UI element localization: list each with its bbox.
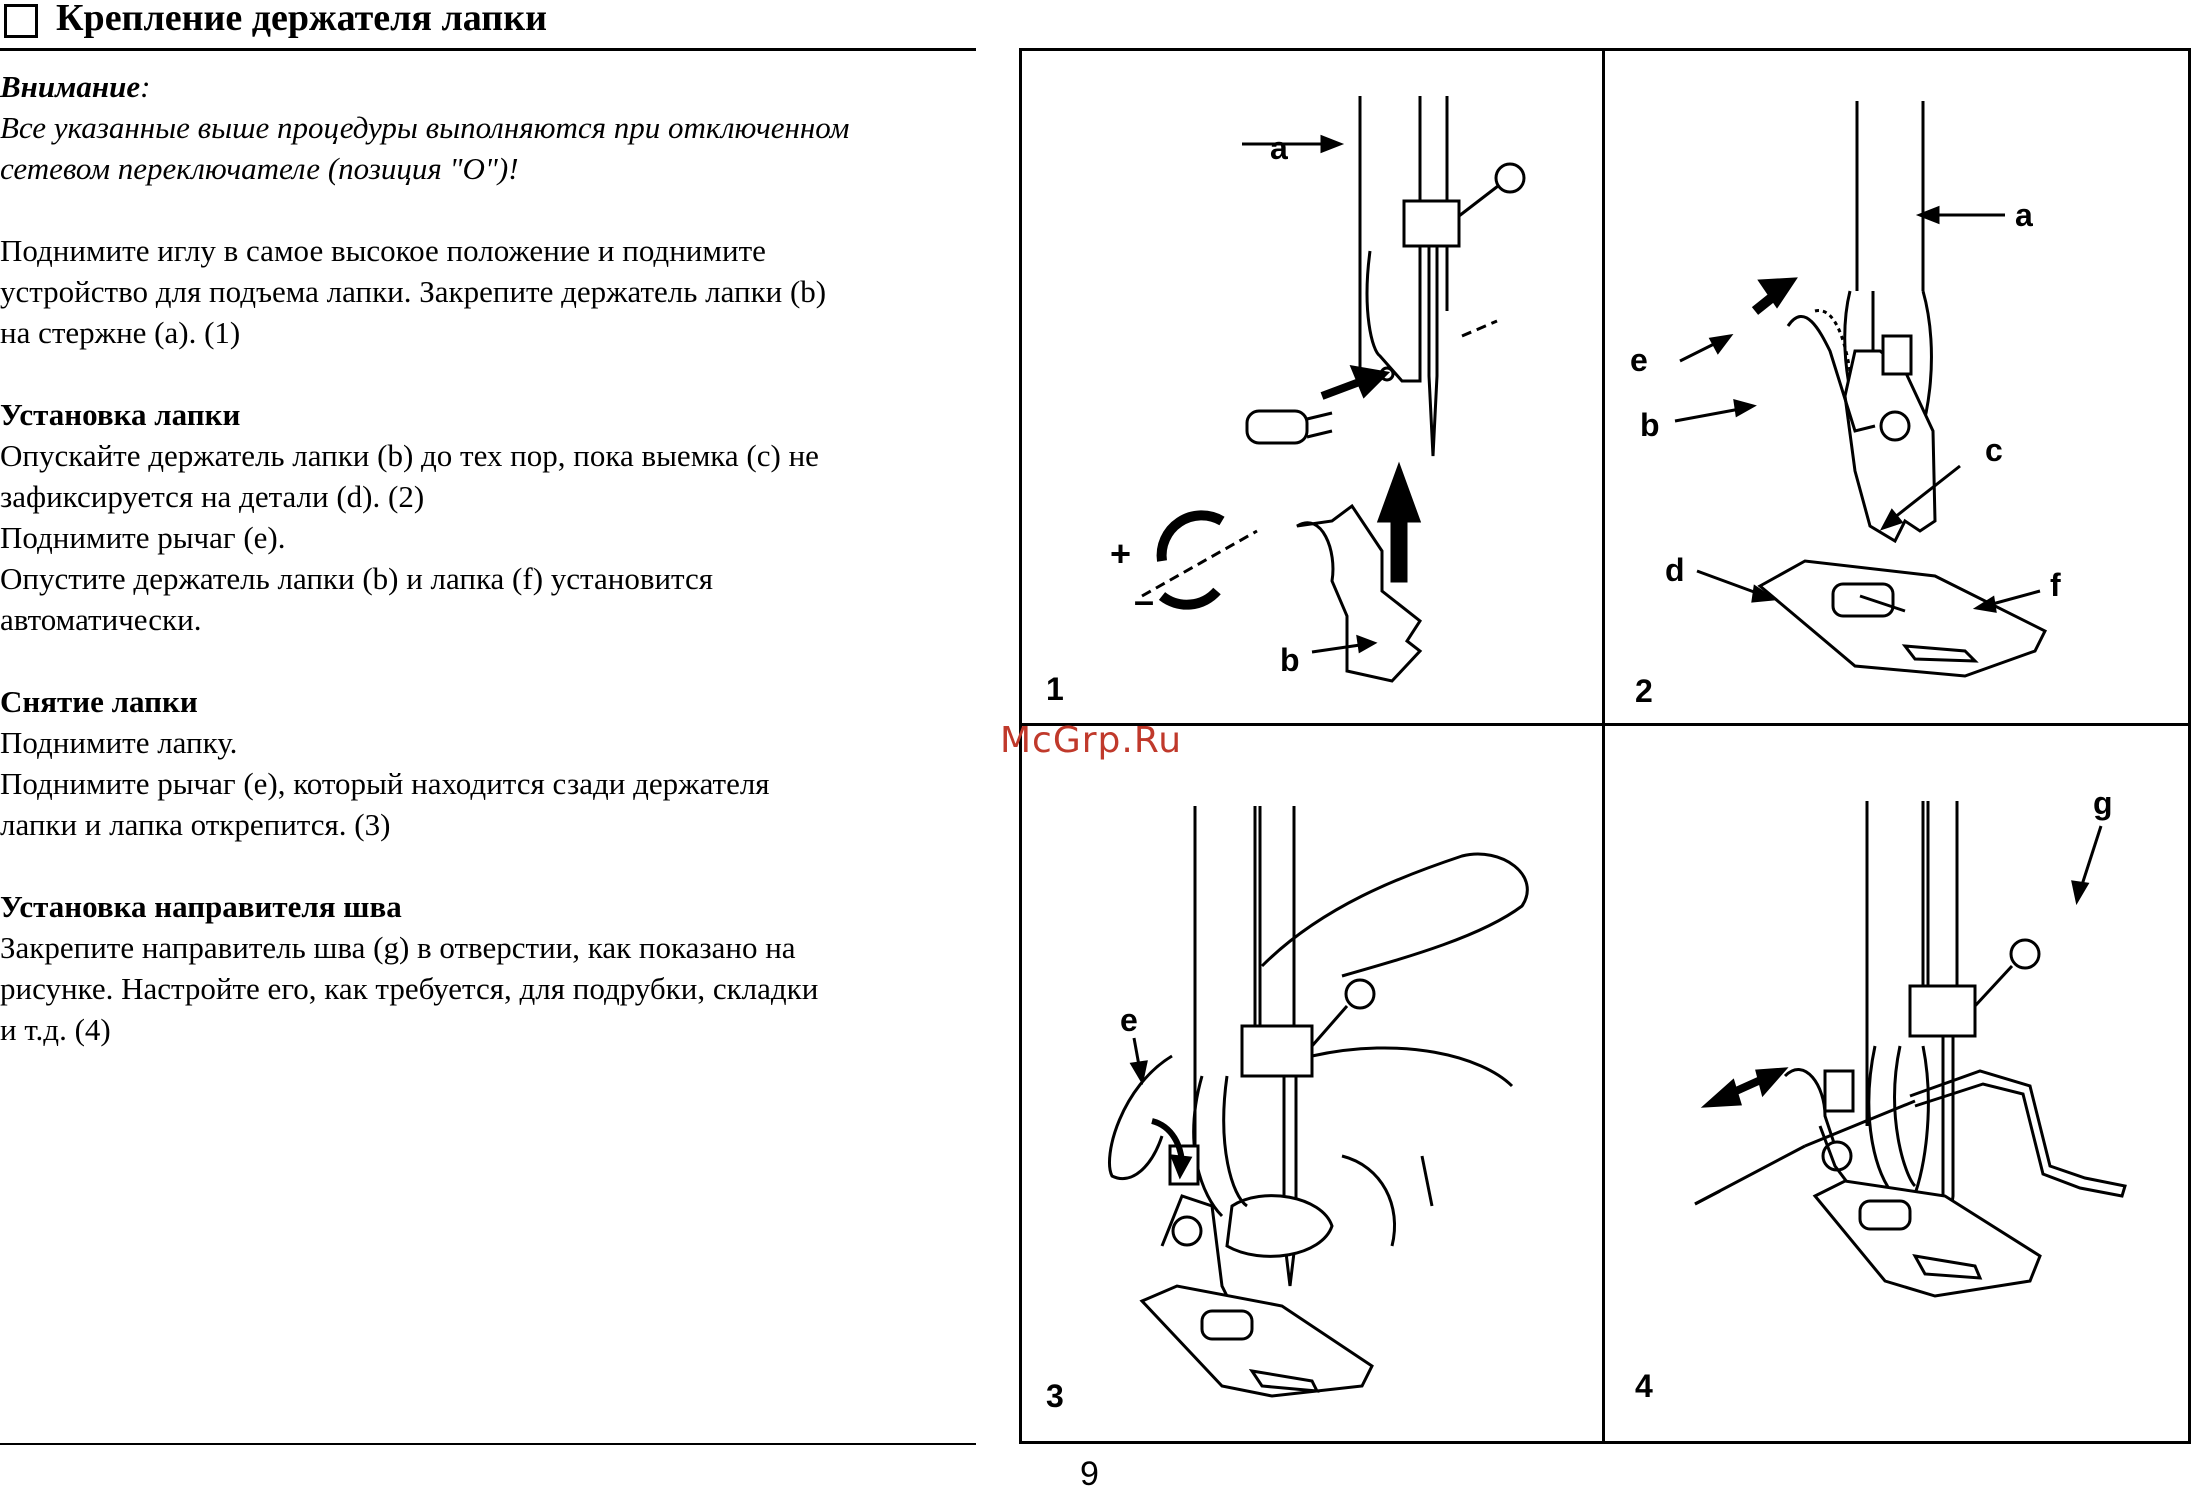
- remove-foot-line-3: лапки и лапка открепится. (3): [0, 807, 391, 842]
- figure-panel-3: e 3: [1022, 726, 1602, 1441]
- panel-2-drawing: a e b c d f: [1630, 101, 2061, 678]
- figure-frame: [1019, 48, 2191, 1444]
- panel-4-drawing: g: [1694, 785, 2127, 1298]
- figure-panel-4: g 4: [1605, 726, 2188, 1441]
- panel-2-label-f: f: [2050, 567, 2061, 603]
- header-rule: [0, 48, 976, 51]
- instructions-text: Внимание: Все указанные выше процедуры в…: [0, 66, 968, 1050]
- page-title: Крепление держателя лапки: [56, 0, 547, 39]
- install-foot-line-4: Опустите держатель лапки (b) и лапка (f)…: [0, 561, 713, 596]
- panel-1-label-a: a: [1270, 130, 1288, 166]
- seam-guide-line-3: и т.д. (4): [0, 1012, 111, 1047]
- panel-1-plus: +: [1110, 533, 1131, 574]
- figure-panel-2: a e b c d f 2: [1605, 51, 2188, 723]
- panel-4-number: 4: [1635, 1368, 1653, 1404]
- panel-4-label-g: g: [2093, 785, 2113, 821]
- panel-1-label-b: b: [1280, 642, 1300, 678]
- figure-divider-vertical: [1602, 48, 1605, 1444]
- remove-foot-line-1: Поднимите лапку.: [0, 725, 238, 760]
- intro-line-3: на стержне (a). (1): [0, 315, 241, 350]
- remove-foot-heading: Снятие лапки: [0, 684, 198, 719]
- panel-2-label-e: e: [1630, 342, 1648, 378]
- panel-3-label-e: e: [1120, 1002, 1138, 1038]
- section-checkbox[interactable]: [4, 4, 38, 38]
- install-foot-line-2: зафиксируется на детали (d). (2): [0, 479, 425, 514]
- seam-guide-line-1: Закрепите направитель шва (g) в отверсти…: [0, 930, 796, 965]
- section-header: Крепление держателя лапки: [0, 0, 976, 52]
- install-foot-line-5: автоматически.: [0, 602, 202, 637]
- figure-panel-1: a b + – 1: [1022, 51, 1602, 723]
- panel-1-number: 1: [1046, 671, 1064, 707]
- seam-guide-heading: Установка направителя шва: [0, 889, 402, 924]
- install-foot-line-3: Поднимите рычаг (e).: [0, 520, 286, 555]
- footer-rule: [0, 1443, 976, 1445]
- panel-2-label-a: a: [2015, 197, 2033, 233]
- panel-3-number: 3: [1046, 1378, 1064, 1414]
- remove-foot-line-2: Поднимите рычаг (e), который находится с…: [0, 766, 770, 801]
- panel-2-number: 2: [1635, 673, 1653, 709]
- intro-line-2: устройство для подъема лапки. Закрепите …: [0, 274, 827, 309]
- warning-heading: Внимание:: [0, 69, 151, 104]
- panel-3-drawing: e: [1108, 806, 1529, 1398]
- intro-line-1: Поднимите иглу в самое высокое положение…: [0, 233, 766, 268]
- watermark: McGrp.Ru: [1000, 720, 1183, 761]
- panel-1-minus: –: [1134, 580, 1154, 621]
- panel-2-label-b: b: [1640, 407, 1660, 443]
- install-foot-heading: Установка лапки: [0, 397, 241, 432]
- page-number: 9: [1080, 1455, 1099, 1493]
- panel-2-label-c: c: [1985, 432, 2003, 468]
- figure-divider-horizontal: [1019, 723, 2191, 726]
- warning-line-2: сетевом переключателе (позиция "O")!: [0, 151, 519, 186]
- seam-guide-line-2: рисунке. Настройте его, как требуется, д…: [0, 971, 819, 1006]
- warning-line-1: Все указанные выше процедуры выполняются…: [0, 110, 850, 145]
- install-foot-line-1: Опускайте держатель лапки (b) до тех пор…: [0, 438, 819, 473]
- panel-2-label-d: d: [1665, 552, 1685, 588]
- panel-1-drawing: a b + –: [1110, 96, 1526, 683]
